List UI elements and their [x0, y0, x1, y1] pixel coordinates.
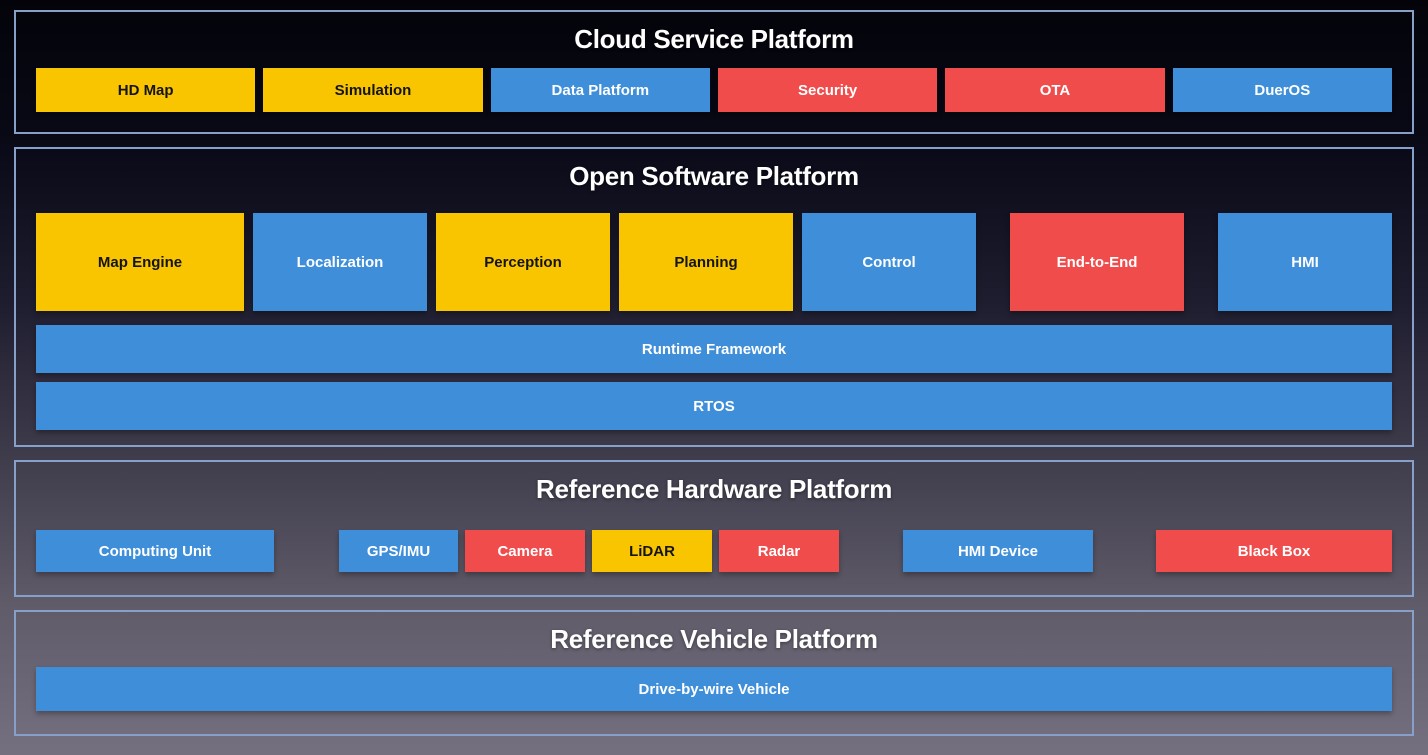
- section-reference-vehicle-platform: Reference Vehicle Platform Drive-by-wire…: [14, 610, 1414, 736]
- reference-vehicle-platform-title: Reference Vehicle Platform: [550, 624, 878, 654]
- reference-hardware-platform-title: Reference Hardware Platform: [535, 474, 893, 504]
- module-hmi: HMI: [1218, 213, 1392, 311]
- box-computing-unit: Computing Unit: [36, 530, 274, 572]
- box-camera: Camera: [465, 530, 585, 572]
- hardware-row: Computing Unit GPS/IMU Camera LiDAR Rada…: [36, 530, 1392, 572]
- module-perception: Perception: [436, 213, 610, 311]
- box-data-platform: Data Platform: [490, 68, 710, 112]
- bar-runtime-framework: Runtime Framework: [36, 325, 1392, 373]
- bar-rtos: RTOS: [36, 382, 1392, 430]
- box-dueros: DuerOS: [1172, 68, 1392, 112]
- section-reference-hardware-platform: Reference Hardware Platform Computing Un…: [14, 460, 1414, 597]
- cloud-service-row: HD Map Simulation Data Platform Security…: [36, 68, 1392, 112]
- box-black-box: Black Box: [1156, 530, 1392, 572]
- box-lidar: LiDAR: [592, 530, 712, 572]
- box-hd-map: HD Map: [36, 68, 256, 112]
- section-open-software-platform: Open Software Platform Map Engine Locali…: [14, 147, 1414, 447]
- module-planning: Planning: [619, 213, 793, 311]
- module-localization: Localization: [253, 213, 427, 311]
- box-hmi-device: HMI Device: [903, 530, 1093, 572]
- box-security: Security: [717, 68, 938, 112]
- bar-drive-by-wire-vehicle: Drive-by-wire Vehicle: [36, 667, 1392, 711]
- module-end-to-end: End-to-End: [1010, 213, 1184, 311]
- software-modules-row: Map Engine Localization Perception Plann…: [36, 213, 1392, 311]
- module-map-engine: Map Engine: [36, 213, 244, 311]
- box-ota: OTA: [945, 68, 1165, 112]
- box-simulation: Simulation: [263, 68, 483, 112]
- open-software-platform-title: Open Software Platform: [569, 161, 859, 191]
- cloud-service-platform-title: Cloud Service Platform: [574, 24, 854, 54]
- box-radar: Radar: [719, 530, 839, 572]
- module-control: Control: [802, 213, 976, 311]
- box-gps-imu: GPS/IMU: [339, 530, 458, 572]
- section-cloud-service-platform: Cloud Service Platform HD Map Simulation…: [14, 10, 1414, 134]
